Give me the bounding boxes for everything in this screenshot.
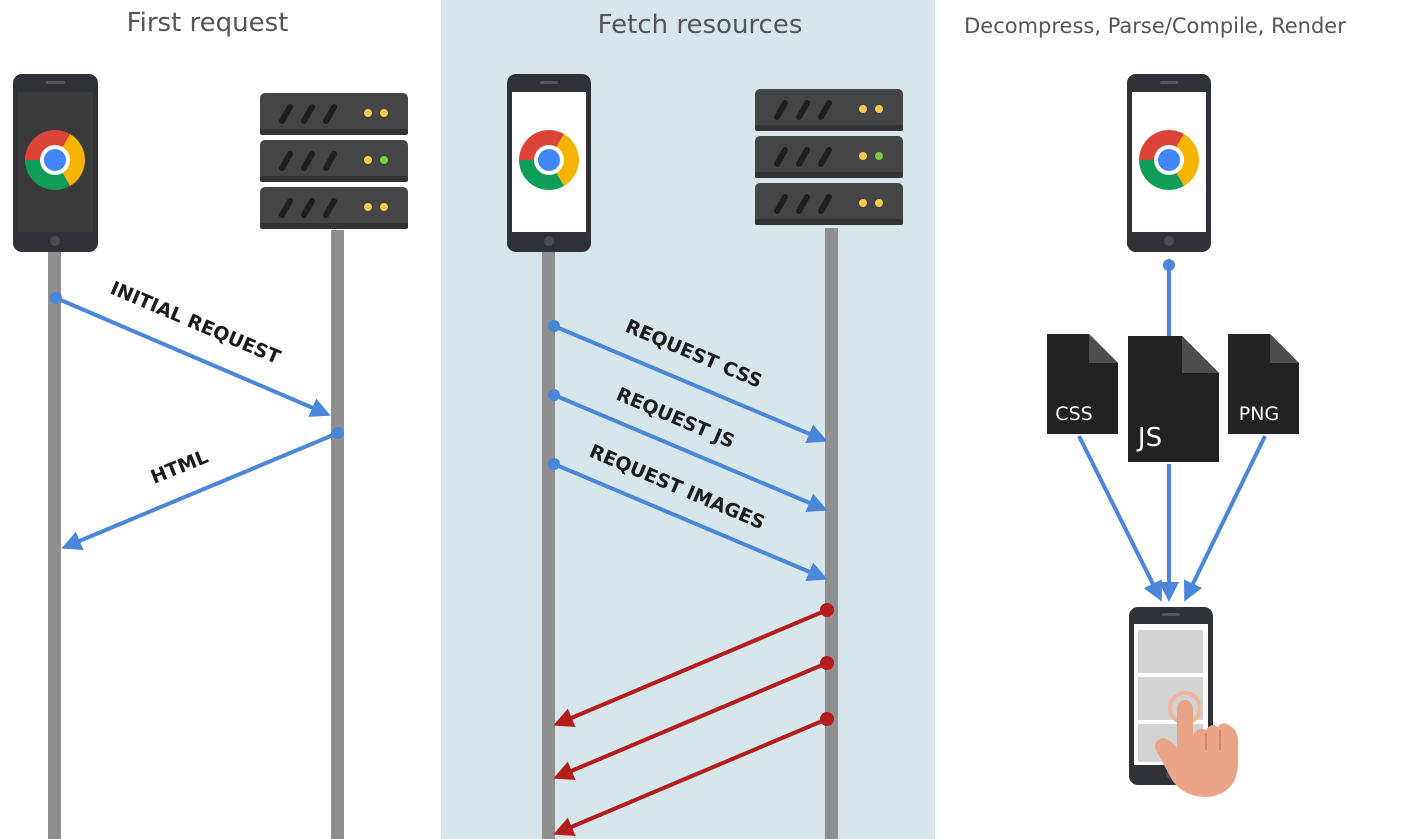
client-timeline — [48, 248, 61, 839]
server-icon — [755, 89, 903, 225]
css-to-render-arrow — [1077, 435, 1162, 602]
css-response-arrow — [553, 608, 828, 727]
request-js-arrow — [553, 393, 828, 512]
css-file-label: CSS — [1055, 403, 1092, 425]
request-css-arrow — [553, 324, 828, 443]
html-response-label: HTML — [148, 446, 212, 489]
pointing-hand-icon — [1155, 700, 1239, 797]
request-css-label: REQUEST CSS — [622, 315, 765, 392]
panel-title-render: Decompress, Parse/Compile, Render — [964, 14, 1346, 38]
initial-request-arrow — [55, 296, 331, 417]
js-file-icon: JS — [1128, 336, 1219, 462]
png-file-icon: PNG — [1228, 334, 1299, 434]
phone-icon — [1127, 74, 1211, 252]
dark-phone-icon — [13, 74, 98, 252]
panel-title-first-request: First request — [126, 8, 289, 38]
server-timeline — [825, 228, 838, 839]
server-icon — [260, 93, 408, 229]
png-to-render-arrow — [1184, 435, 1267, 602]
css-file-icon: CSS — [1047, 334, 1118, 434]
js-response-arrow — [553, 661, 828, 780]
client-timeline — [542, 248, 555, 839]
png-file-label: PNG — [1239, 403, 1279, 425]
server-timeline — [331, 230, 344, 839]
panel-title-fetch-resources: Fetch resources — [597, 10, 803, 40]
initial-request-label: INITIAL REQUEST — [107, 277, 283, 369]
request-images-arrow — [553, 462, 828, 581]
images-response-arrow — [553, 717, 828, 836]
phone-icon — [507, 74, 591, 252]
html-response-arrow — [61, 431, 339, 551]
js-file-label: JS — [1136, 423, 1162, 453]
